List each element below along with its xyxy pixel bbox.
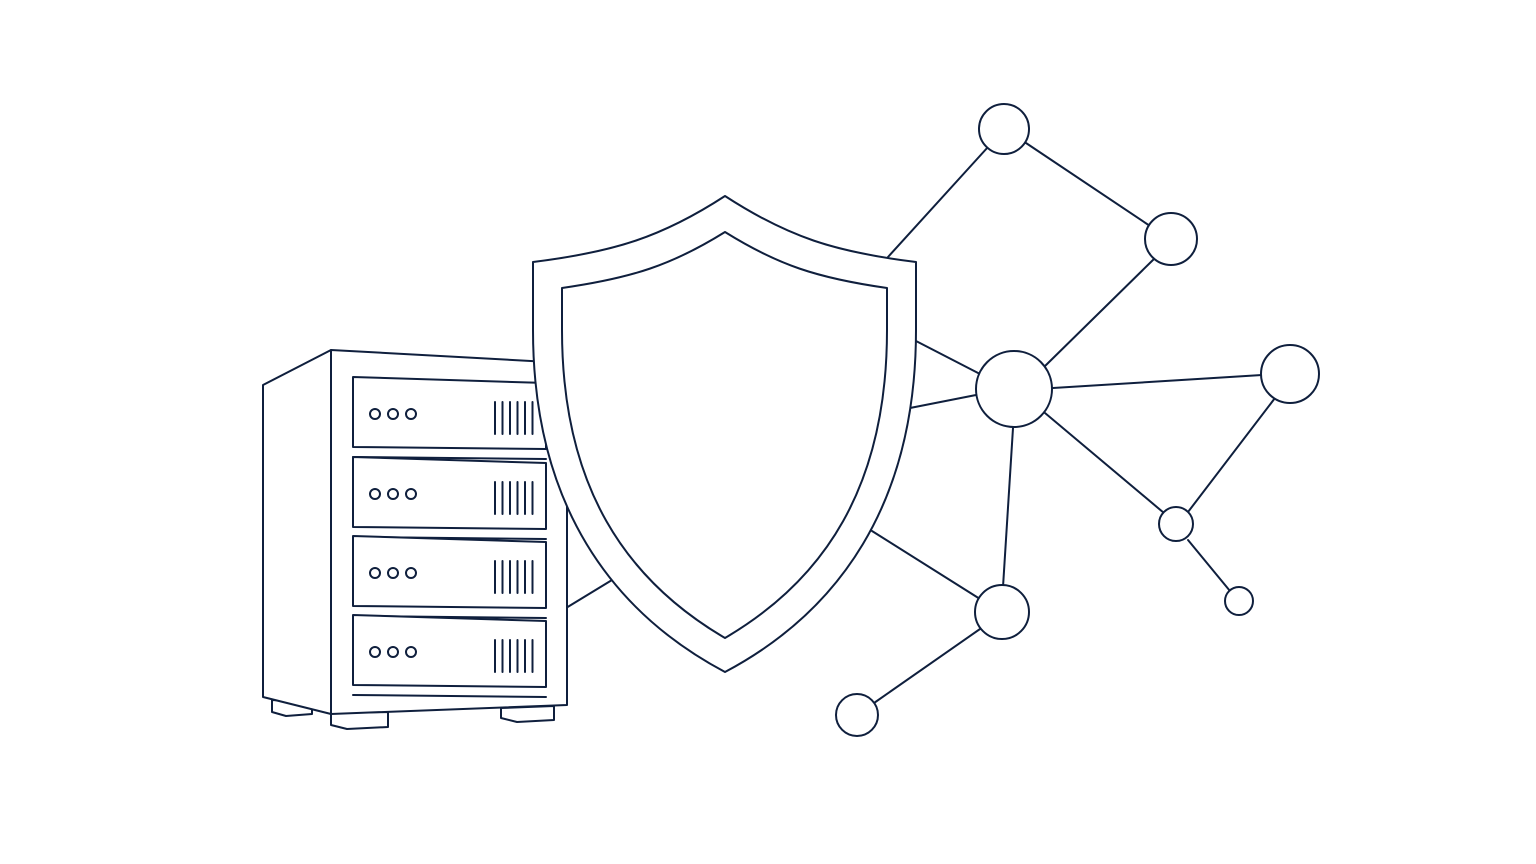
server-rack-icon xyxy=(262,349,568,730)
drawer-led-icon xyxy=(369,567,381,579)
network-graph-icon xyxy=(835,103,1320,737)
rack-drawers xyxy=(352,376,547,698)
drawer-led-icon xyxy=(405,646,417,658)
server-drawer xyxy=(352,535,547,619)
drawer-panel xyxy=(352,456,547,530)
drawer-led-icon xyxy=(387,567,399,579)
server-drawer xyxy=(352,376,547,460)
drawer-led-icon xyxy=(369,488,381,500)
drawer-led-icon xyxy=(387,488,399,500)
network-link xyxy=(873,628,981,704)
drawer-panel xyxy=(352,614,547,688)
drawer-panel xyxy=(352,376,547,450)
drawer-led-icon xyxy=(405,488,417,500)
network-node-icon xyxy=(1224,586,1254,616)
network-link xyxy=(565,579,613,609)
server-drawer xyxy=(352,456,547,540)
network-node-icon xyxy=(974,584,1030,640)
network-link xyxy=(1025,142,1151,227)
rack-side-panel xyxy=(262,349,332,715)
network-link xyxy=(1044,412,1165,514)
network-link xyxy=(1187,539,1231,592)
network-link xyxy=(1042,257,1156,369)
network-link xyxy=(1052,374,1263,389)
drawer-led-icon xyxy=(387,646,399,658)
rack-foot xyxy=(500,705,555,723)
drawer-ledge xyxy=(352,694,547,698)
drawer-led-icon xyxy=(405,567,417,579)
network-link xyxy=(887,146,989,258)
drawer-led-icon xyxy=(387,408,399,420)
network-node-icon xyxy=(975,350,1053,428)
network-node-icon xyxy=(1144,212,1198,266)
network-links xyxy=(565,142,1276,704)
shield-inner xyxy=(561,231,888,639)
drawer-led-icon xyxy=(369,408,381,420)
network-node-icon xyxy=(1158,506,1194,542)
drawer-led-icon xyxy=(405,408,417,420)
network-link xyxy=(909,394,977,409)
network-link xyxy=(915,340,981,375)
network-link xyxy=(1187,397,1276,513)
network-node-icon xyxy=(978,103,1030,155)
network-link xyxy=(871,530,981,600)
server-drawer xyxy=(352,614,547,698)
network-node-icon xyxy=(1260,344,1320,404)
network-node-icon xyxy=(835,693,879,737)
drawer-panel xyxy=(352,535,547,609)
shield-icon xyxy=(532,195,917,673)
network-link xyxy=(1002,427,1014,588)
drawer-led-icon xyxy=(369,646,381,658)
